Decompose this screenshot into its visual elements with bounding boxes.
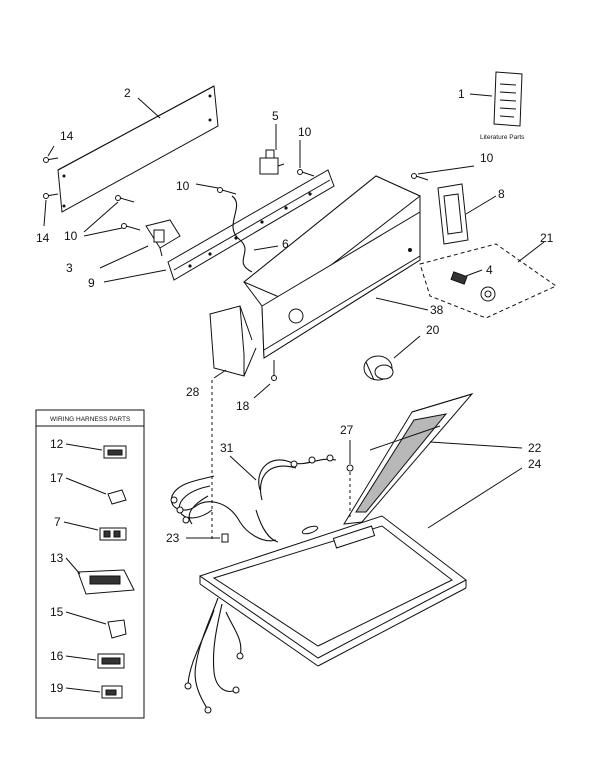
wiring-item-12: 12 [50,437,64,451]
part-10-screw-d [297,169,315,177]
callout-14-lower: 14 [36,231,50,245]
part-10-screw-b [121,223,141,231]
callout-10-top: 10 [298,125,312,139]
callout-10-mid: 10 [176,179,190,193]
callout-21: 21 [540,231,554,245]
wiring-item-19: 19 [50,681,64,695]
part-8-end-cap [437,183,469,245]
part-13-connector [77,569,135,595]
wiring-box-title: WIRING HARNESS PARTS [50,416,131,423]
part-9-bracket [167,169,335,281]
callout-4: 4 [486,263,493,277]
callout-8: 8 [498,187,505,201]
callout-28: 28 [186,385,200,399]
part-4-shaft [450,271,496,302]
part-15-connector [107,619,127,639]
part-10-screw-a [115,195,135,203]
part-28-side-panel [209,305,257,377]
callout-6: 6 [282,237,289,251]
wiring-item-7: 7 [54,515,61,529]
callout-23: 23 [166,531,180,545]
part-38-console [243,175,421,359]
part-21-knob-assembly [419,243,558,319]
part-19-connector [101,685,123,699]
part-12-connector [103,445,127,459]
wiring-item-15: 15 [50,605,64,619]
wiring-harness-box [35,409,145,719]
part-14-screw-lower [43,193,59,199]
callout-20: 20 [426,323,440,337]
part-18-screw [271,360,277,381]
part-3-switch [145,219,181,257]
callout-1: 1 [458,87,465,101]
wiring-item-17: 17 [50,471,64,485]
callout-14-upper: 14 [60,129,74,143]
literature-label: Literature Parts [480,134,525,141]
part-23-screw [221,533,229,543]
part-17-connector [107,489,127,505]
part-10-screw-e [411,173,429,181]
part-10-screw-c [217,187,237,195]
callout-18: 18 [236,399,250,413]
part-5-switch [259,149,285,175]
part-31-wiring-harness [170,454,337,543]
callout-3: 3 [66,261,73,275]
callout-9: 9 [88,276,95,290]
part-2-panel [57,85,219,213]
callout-24: 24 [528,457,542,471]
part-20-knob [363,355,394,381]
callout-38: 38 [430,303,444,317]
callout-22: 22 [528,441,542,455]
part-6-wire [231,195,253,273]
callout-31: 31 [220,441,234,455]
part-16-connector [97,653,125,669]
part-27-clip [346,440,354,520]
part-1-literature [493,71,523,127]
callout-27: 27 [340,423,354,437]
part-22-filter [343,393,474,525]
part-14-screw-upper [43,157,59,163]
callout-10-right: 10 [480,151,494,165]
callout-2: 2 [124,86,131,100]
callout-5: 5 [272,109,279,123]
part-24-top-cover [198,515,467,667]
callout-10-left: 10 [64,229,78,243]
wiring-item-13: 13 [50,551,64,565]
part-31-lower-wires [184,597,244,714]
part-7-connector [99,527,127,541]
wiring-item-16: 16 [50,649,64,663]
